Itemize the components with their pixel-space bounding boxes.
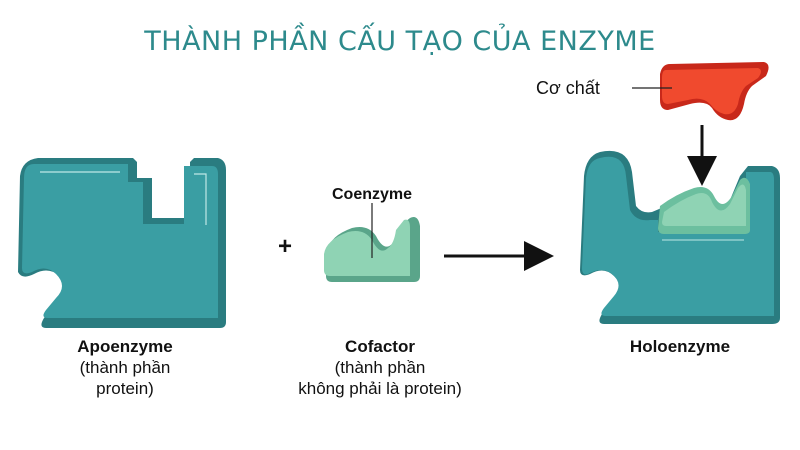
cofactor-desc-line2: không phải là protein) <box>298 379 462 398</box>
coenzyme-label: Coenzyme <box>331 186 413 203</box>
apoenzyme-caption: Apoenzyme (thành phần protein) <box>40 337 210 399</box>
coenzyme-shape <box>324 203 420 282</box>
apoenzyme-name: Apoenzyme <box>77 337 173 356</box>
holoenzyme-shape <box>580 150 780 324</box>
substrate-shape <box>632 62 769 121</box>
apoenzyme-shape <box>18 158 226 328</box>
holoenzyme-name: Holoenzyme <box>629 337 731 356</box>
holoenzyme-caption: Holoenzyme <box>590 337 770 357</box>
cofactor-caption: Cofactor (thành phần không phải là prote… <box>260 337 500 399</box>
substrate-label: Cơ chất <box>536 78 600 98</box>
apoenzyme-desc-line2: protein) <box>96 379 154 398</box>
cofactor-desc-line1: (thành phần <box>334 358 426 377</box>
cofactor-name: Cofactor <box>345 337 415 356</box>
apoenzyme-desc-line1: (thành phần <box>79 358 171 377</box>
diagram-title: THÀNH PHẦN CẤU TẠO CỦA ENZYME <box>144 26 656 57</box>
plus-sign: + <box>278 233 292 260</box>
